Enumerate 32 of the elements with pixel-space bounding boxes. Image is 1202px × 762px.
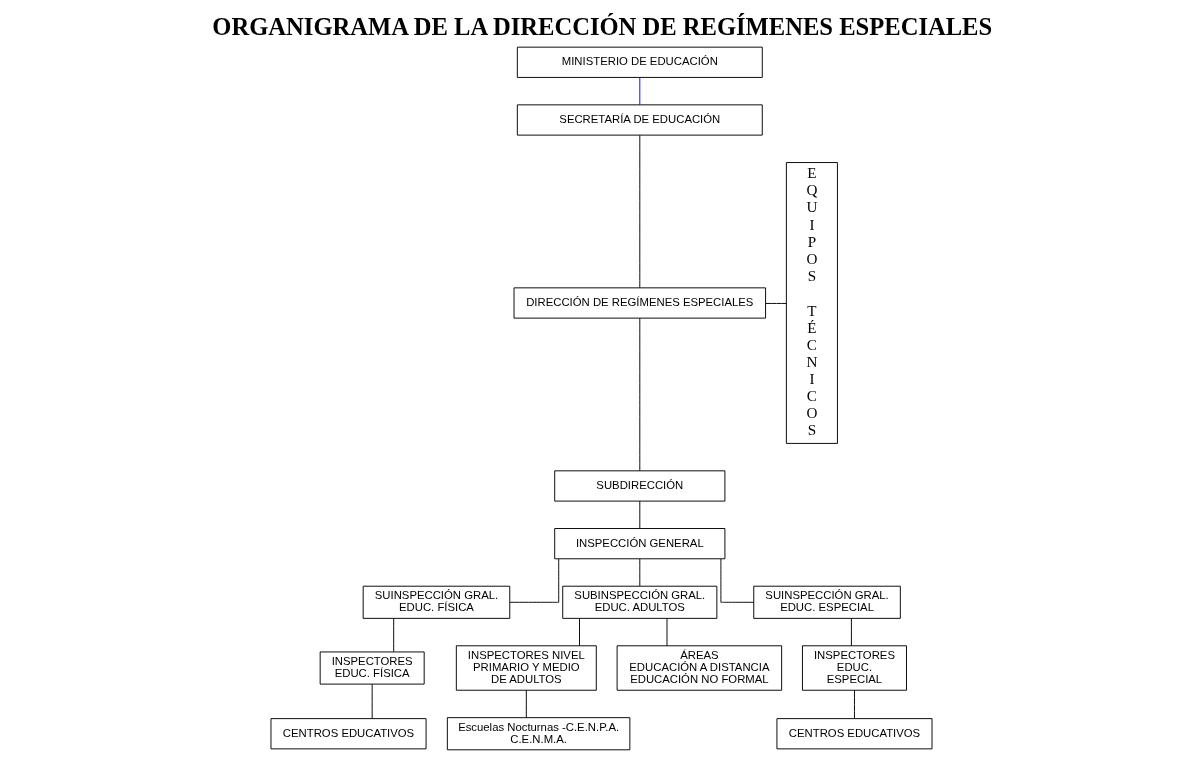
- connector: [392, 618, 394, 652]
- connector: [638, 134, 640, 289]
- connector: [850, 618, 852, 647]
- node-box: SUINSPECCIÓN GRAL. EDUC. ESPECIAL: [752, 585, 901, 619]
- node-box: SUBINSPECCIÓN GRAL. EDUC. ADULTOS: [561, 585, 717, 619]
- node-box: INSPECTORES NIVEL PRIMARIO Y MEDIO DE ADULTOS: [455, 645, 597, 691]
- connector: [638, 317, 640, 472]
- node-box: INSPECTORES EDUC. ESPECIAL: [801, 645, 907, 691]
- node-box: MINISTERIO DE EDUCACIÓN: [516, 46, 763, 78]
- connector: [638, 500, 640, 529]
- connector: [638, 558, 640, 587]
- connector: [666, 618, 667, 647]
- node-box: INSPECTORES EDUC. FÍSICA: [319, 651, 425, 685]
- node-box: SECRETARÍA DE EDUCACIÓN: [516, 104, 763, 136]
- node-box: DIRECCIÓN DE REGÍMENES ESPECIALES: [513, 287, 766, 319]
- connector: [638, 77, 640, 106]
- node-box: SUBDIRECCIÓN: [553, 470, 725, 502]
- connector: [525, 689, 527, 718]
- node-box: Escuelas Nocturnas -C.E.N.P.A. C.E.N.M.A.: [446, 717, 630, 751]
- connector: [719, 558, 754, 603]
- node-box: INSPECCIÓN GENERAL: [553, 528, 725, 560]
- node-box: ÁREAS EDUCACIÓN A DISTANCIA EDUCACIÓN NO FORMAL: [616, 645, 782, 691]
- connector: [853, 689, 855, 719]
- node-box: SUINSPECCIÓN GRAL. EDUC. FÍSICA: [362, 585, 510, 619]
- node-box: CENTROS EDUCATIVOS: [775, 718, 932, 750]
- diagram-title: ORGANIGRAMA DE LA DIRECCIÓN DE REGÍMENES ESPECIALES: [211, 12, 992, 40]
- node-box: CENTROS EDUCATIVOS: [270, 718, 427, 750]
- node-box: EQUIPOS TÉCNICOS: [785, 162, 838, 444]
- connector: [764, 302, 787, 304]
- connector: [509, 558, 559, 603]
- connector: [578, 618, 580, 647]
- connector: [371, 683, 373, 720]
